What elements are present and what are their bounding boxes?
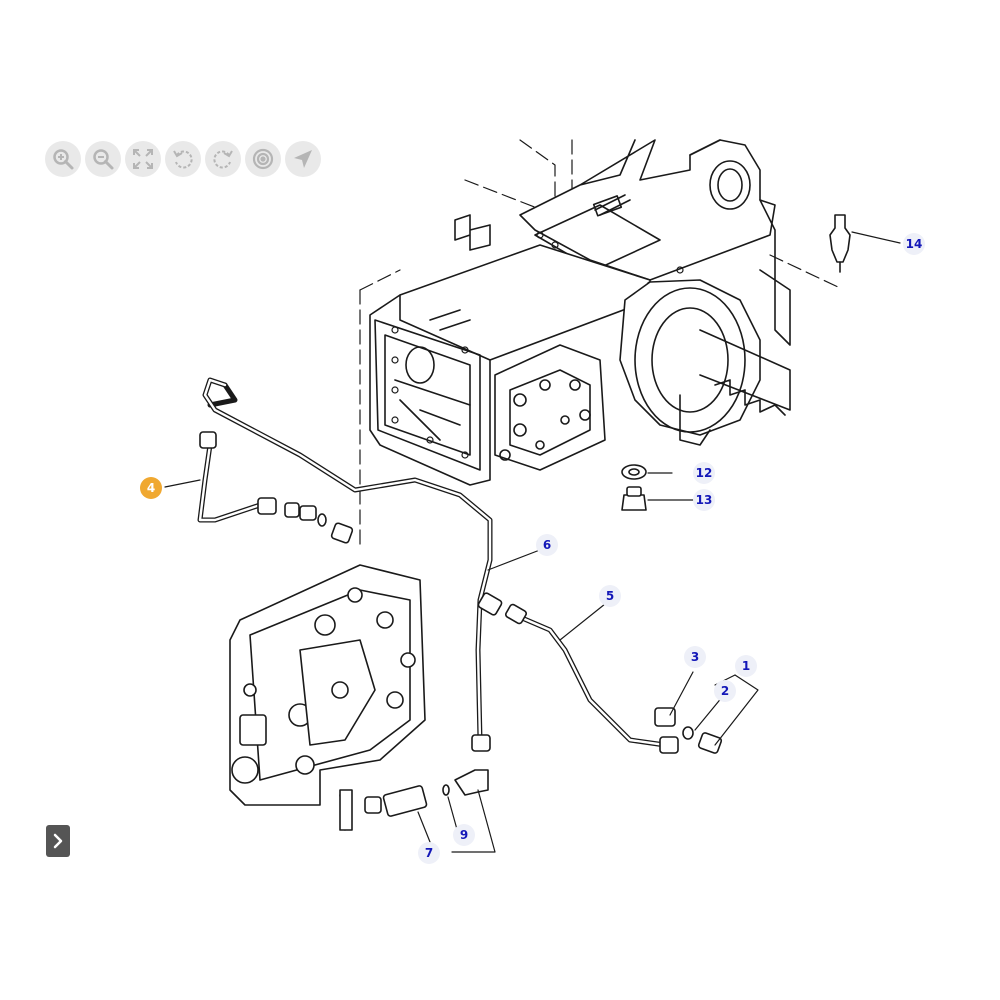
callout-14[interactable]: 14 — [903, 233, 925, 255]
leader-lines — [164, 231, 901, 853]
zoom-in-button[interactable] — [45, 141, 81, 177]
callout-5[interactable]: 5 — [599, 585, 621, 607]
rotate-left-button[interactable] — [165, 141, 201, 177]
callout-13[interactable]: 13 — [693, 489, 715, 511]
transmission-housing — [369, 139, 791, 486]
pipe-4-inner — [198, 443, 262, 522]
target-icon — [252, 148, 274, 170]
callout-2[interactable]: 2 — [714, 680, 736, 702]
callout-6[interactable]: 6 — [536, 534, 558, 556]
navigate-button[interactable] — [285, 141, 321, 177]
fit-screen-button[interactable] — [125, 141, 161, 177]
callout-4[interactable]: 4 — [140, 477, 162, 499]
zoom-out-icon — [93, 149, 114, 170]
zoom-out-button[interactable] — [85, 141, 121, 177]
callout-3[interactable]: 3 — [684, 646, 706, 668]
rotate-right-button[interactable] — [205, 141, 241, 177]
center-button[interactable] — [245, 141, 281, 177]
pipe-5 — [512, 612, 668, 748]
callout-1[interactable]: 1 — [735, 655, 757, 677]
zoom-in-icon — [53, 149, 74, 170]
rotate-right-icon — [213, 150, 233, 169]
fit-screen-icon — [133, 149, 153, 169]
valve-block — [229, 564, 426, 831]
callout-9[interactable]: 9 — [453, 824, 475, 846]
fittings — [199, 214, 851, 817]
navigate-arrow-icon — [294, 150, 312, 168]
sidebar-toggle-button[interactable] — [46, 825, 70, 857]
chevron-right-icon — [53, 833, 63, 849]
callout-7[interactable]: 7 — [418, 842, 440, 864]
rotate-left-icon — [173, 150, 193, 169]
callout-12[interactable]: 12 — [693, 462, 715, 484]
